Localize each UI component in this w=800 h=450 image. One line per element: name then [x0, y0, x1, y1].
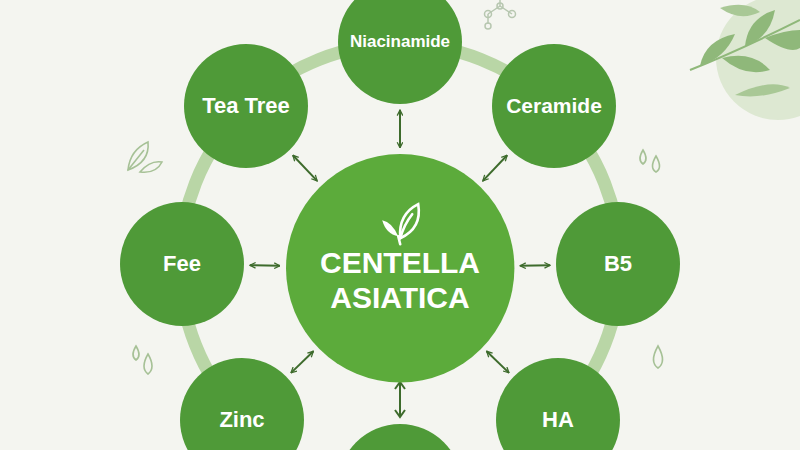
ingredient-circle: Fee — [120, 202, 244, 326]
backdrop-circle — [716, 0, 800, 120]
droplet-icon — [654, 346, 663, 368]
double-arrow — [483, 155, 507, 181]
bottom-circle — [338, 424, 462, 450]
circle-fill — [120, 202, 244, 326]
ingredient-circle: Ceramide — [492, 44, 616, 168]
circle-shape — [496, 358, 620, 450]
center-circle: CENTELLA ASIATICA — [286, 154, 514, 382]
orbit-ring — [180, 44, 620, 450]
circle-fill — [184, 44, 308, 168]
double-arrow — [520, 264, 550, 267]
circle-shape — [180, 358, 304, 450]
molecule-icon — [485, 0, 516, 29]
ingredient-label: Ceramide — [506, 94, 602, 118]
double-arrow — [291, 351, 313, 373]
ingredient-circle: Niacinamide — [338, 0, 462, 104]
circle-fill — [286, 154, 514, 382]
double-arrow — [250, 264, 280, 267]
ingredient-circle: Zinc — [180, 358, 304, 450]
ingredient-circle: HA — [496, 358, 620, 450]
ingredient-circle: Tea Tree — [184, 44, 308, 168]
double-arrow — [487, 351, 509, 373]
double-arrow — [399, 110, 401, 148]
double-arrow — [293, 155, 317, 181]
circle-fill — [496, 358, 620, 450]
ingredient-label: Zinc — [219, 407, 264, 432]
droplet-icon — [640, 150, 660, 172]
leaf-branch — [690, 5, 800, 97]
ingredient-circle: B5 — [556, 202, 680, 326]
leaf-icon — [128, 142, 162, 172]
leaf-icon — [382, 204, 419, 244]
circle-fill — [556, 202, 680, 326]
center-title: CENTELLA ASIATICA — [305, 246, 495, 315]
ingredient-label: Tea Tree — [202, 93, 290, 118]
circle-shape — [338, 0, 462, 104]
circle-fill — [180, 358, 304, 450]
ingredient-label: B5 — [604, 251, 632, 276]
circle-fill — [492, 44, 616, 168]
ingredient-label: Fee — [163, 251, 201, 276]
ingredient-label: Niacinamide — [350, 32, 450, 52]
circle-fill — [338, 0, 462, 104]
droplet-icon — [133, 346, 152, 374]
ingredient-label: HA — [542, 407, 574, 432]
bottom-arrow — [395, 382, 405, 417]
